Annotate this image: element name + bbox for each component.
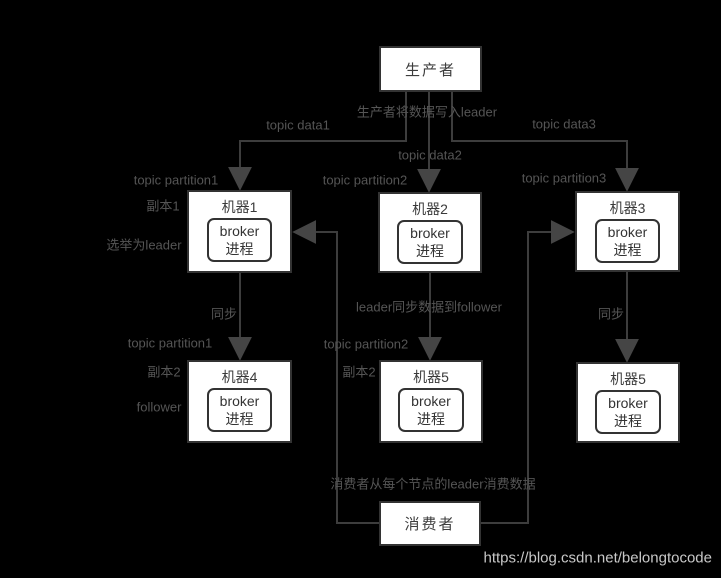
consumer-box: 消费者 — [379, 501, 481, 546]
machine4-box: 机器4 broker 进程 — [187, 360, 292, 443]
producer-label: 生产者 — [404, 61, 456, 79]
machine2-broker-box: broker 进程 — [397, 220, 463, 265]
machine1-broker-label: broker — [219, 223, 260, 239]
arrow-producer-to-machine3 — [451, 92, 639, 192]
machine5-right-box: 机器5 broker 进程 — [576, 362, 680, 443]
producer-write-note: 生产者将数据写入leader — [356, 104, 498, 120]
topic-partition1-top-label: topic partition1 — [133, 172, 219, 188]
machine5-mid-process-label: 进程 — [417, 411, 445, 428]
replica2-mid-label: 副本2 — [342, 364, 376, 380]
consumer-read-note: 消费者从每个节点的leader消费数据 — [330, 476, 536, 492]
blog-watermark: https://blog.csdn.net/belongtocode — [483, 549, 712, 567]
machine2-box: 机器2 broker 进程 — [378, 192, 482, 273]
machine1-title: 机器1 — [221, 199, 258, 215]
follower-label: follower — [136, 399, 182, 415]
arrow-producer-to-machine1 — [228, 92, 407, 191]
machine3-box: 机器3 broker 进程 — [575, 191, 680, 272]
machine5-right-broker-box: broker 进程 — [595, 390, 661, 435]
machine3-title: 机器3 — [609, 200, 646, 216]
machine1-box: 机器1 broker 进程 — [187, 190, 292, 273]
machine3-broker-box: broker 进程 — [594, 219, 661, 264]
machine5-mid-title: 机器5 — [413, 369, 449, 385]
machine5-right-broker-label: broker — [608, 395, 648, 411]
topic-partition3-top-label: topic partition3 — [521, 170, 607, 186]
replica2-left-label: 副本2 — [147, 364, 181, 380]
machine3-broker-label: broker — [607, 224, 648, 240]
machine4-broker-box: broker 进程 — [206, 388, 273, 433]
machine5-mid-broker-label: broker — [411, 393, 451, 409]
sync-right-label: 同步 — [597, 306, 625, 322]
topic-data1-label: topic data1 — [266, 117, 330, 133]
leader-sync-note: leader同步数据到follower — [356, 299, 502, 315]
machine5-mid-box: 机器5 broker 进程 — [379, 360, 483, 443]
topic-partition2-bottom-label: topic partition2 — [323, 336, 409, 352]
machine5-right-title: 机器5 — [610, 371, 646, 387]
consumer-label: 消费者 — [404, 516, 456, 533]
arrow-consumer-to-machine1 — [292, 220, 379, 524]
machine1-process-label: 进程 — [225, 241, 254, 258]
machine4-broker-label: broker — [219, 393, 260, 409]
machine5-mid-broker-box: broker 进程 — [398, 388, 464, 433]
arrow-consumer-to-machine3 — [481, 220, 575, 524]
machine4-title: 机器4 — [221, 369, 258, 385]
machine3-process-label: 进程 — [613, 242, 642, 259]
topic-data2-label: topic data2 — [398, 147, 462, 163]
machine2-broker-label: broker — [410, 225, 450, 241]
machine2-process-label: 进程 — [416, 243, 444, 260]
machine4-process-label: 进程 — [225, 411, 254, 428]
replica1-label: 副本1 — [146, 198, 180, 214]
machine5-right-process-label: 进程 — [614, 413, 642, 430]
producer-box: 生产者 — [379, 46, 482, 92]
machine2-title: 机器2 — [412, 201, 448, 217]
topic-data3-label: topic data3 — [532, 116, 596, 132]
sync-left-label: 同步 — [210, 306, 238, 322]
topic-partition2-top-label: topic partition2 — [322, 172, 408, 188]
elected-leader-label: 选举为leader — [106, 237, 182, 253]
machine1-broker-box: broker 进程 — [206, 218, 273, 263]
topic-partition1-bottom-label: topic partition1 — [127, 335, 213, 351]
